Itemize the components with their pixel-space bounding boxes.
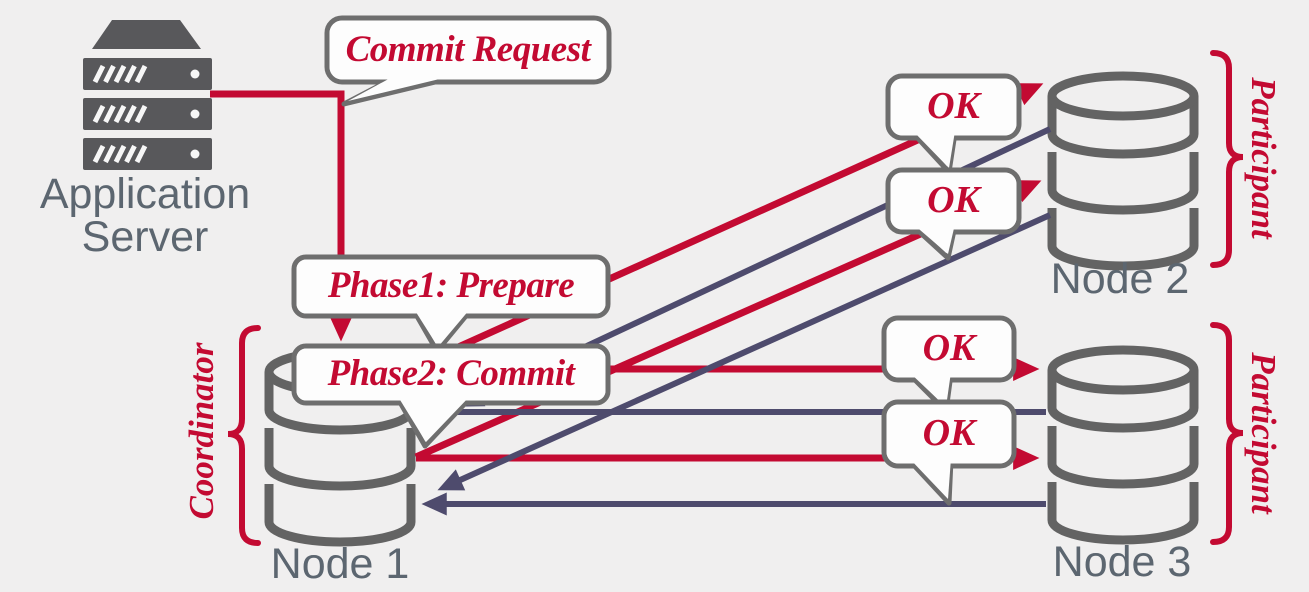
application-server-label-line2: Server xyxy=(81,213,209,261)
server-vent-marks xyxy=(92,64,148,164)
ok-bubble-node2-b-text: OK xyxy=(927,178,980,221)
database-icon-node2 xyxy=(1052,76,1194,266)
database-icon-node3 xyxy=(1052,350,1194,540)
participant-brace-node3 xyxy=(1210,322,1244,545)
node1-label: Node 1 xyxy=(270,539,410,588)
node3-label: Node 3 xyxy=(1052,537,1192,586)
participant-role-label-node3: Participant xyxy=(1244,352,1283,514)
application-server-label-line1: Application xyxy=(39,170,251,218)
ok-bubble-node3-a-text: OK xyxy=(922,326,976,369)
application-server-label: Application Server xyxy=(25,173,265,259)
speech-bubbles xyxy=(291,15,1022,506)
application-server-icon xyxy=(83,20,212,170)
speech-bubble-ok-node3-a xyxy=(881,315,1017,414)
speech-bubble-ok-node2-b xyxy=(885,167,1022,261)
role-braces xyxy=(227,50,1244,546)
speech-bubble-phase1 xyxy=(291,254,611,354)
ok-bubble-node3-b-text: OK xyxy=(922,411,976,454)
coordinator-role-label: Coordinator xyxy=(182,342,221,520)
participant-brace-node2 xyxy=(1210,50,1244,268)
participant-role-label-node2: Participant xyxy=(1244,77,1283,239)
arrow-ok-node2-to-node1-b xyxy=(437,212,1052,491)
phase1-bubble-text: Phase1: Prepare xyxy=(327,264,575,306)
coordinator-brace xyxy=(227,325,261,546)
speech-bubble-ok-node3-b xyxy=(881,399,1017,506)
speech-bubble-ok-node2-a xyxy=(885,73,1022,175)
phase2-bubble-text: Phase2: Commit xyxy=(327,352,575,394)
server-led-dots xyxy=(190,69,200,159)
speech-bubble-phase2 xyxy=(291,343,611,449)
speech-bubble-commit-request xyxy=(324,15,612,107)
commit-request-bubble-text: Commit Request xyxy=(345,28,591,70)
ok-bubble-node2-a-text: OK xyxy=(927,84,980,127)
node2-label: Node 2 xyxy=(1050,254,1190,303)
arrow-commit-request xyxy=(210,90,353,342)
